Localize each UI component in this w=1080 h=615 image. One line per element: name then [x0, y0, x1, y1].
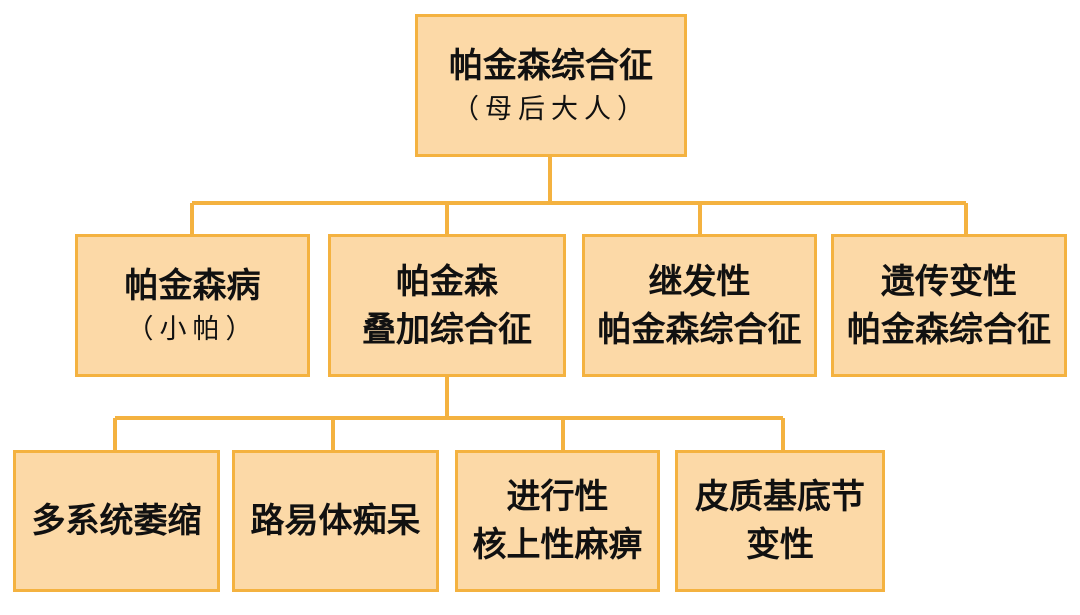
- node-parkinson-plus-line1: 帕金森: [396, 261, 498, 302]
- node-cbd-line2: 变性: [746, 525, 814, 565]
- node-parkinson-plus-syndrome: 帕金森 叠加综合征: [328, 234, 566, 377]
- node-psp-line1: 进行性: [506, 477, 609, 517]
- node-dlb-line1: 路易体痴呆: [250, 501, 421, 541]
- node-parkinson-plus-line2: 叠加综合征: [362, 309, 532, 350]
- node-root-subtitle: （母后大人）: [452, 93, 650, 125]
- node-parkinsons-disease-subtitle: （小帕）: [126, 313, 259, 345]
- node-lewy-body-dementia: 路易体痴呆: [232, 450, 439, 592]
- node-hereditary-degenerative-parkinsonism: 遗传变性 帕金森综合征: [831, 234, 1067, 377]
- node-secondary-line2: 帕金森综合征: [597, 309, 802, 350]
- node-multiple-system-atrophy: 多系统萎缩: [13, 450, 220, 592]
- node-root-parkinsonism: 帕金森综合征 （母后大人）: [415, 14, 687, 157]
- node-hereditary-line2: 帕金森综合征: [847, 309, 1051, 350]
- node-root-title: 帕金森综合征: [449, 45, 653, 86]
- node-cbd-line1: 皮质基底节: [695, 477, 865, 517]
- node-parkinsons-disease-title: 帕金森病: [124, 265, 261, 306]
- node-parkinsons-disease: 帕金森病 （小帕）: [75, 234, 310, 377]
- node-progressive-supranuclear-palsy: 进行性 核上性麻痹: [455, 450, 660, 592]
- node-corticobasal-degeneration: 皮质基底节 变性: [675, 450, 885, 592]
- node-secondary-line1: 继发性: [648, 261, 751, 302]
- node-psp-line2: 核上性麻痹: [472, 525, 643, 565]
- node-hereditary-line1: 遗传变性: [881, 261, 1017, 302]
- node-msa-line1: 多系统萎缩: [31, 501, 202, 541]
- node-secondary-parkinsonism: 继发性 帕金森综合征: [582, 234, 817, 377]
